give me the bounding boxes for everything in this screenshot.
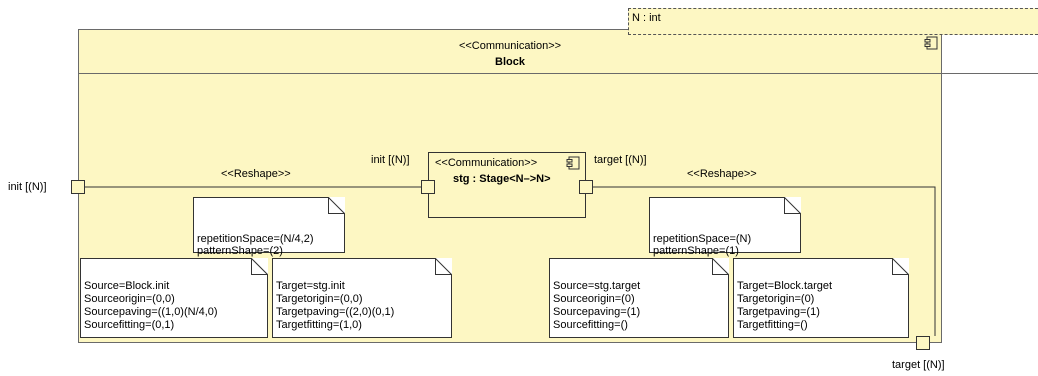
note-shape: [80, 258, 268, 338]
note-line: Target=Block.target: [737, 280, 833, 292]
port-stg-init[interactable]: [421, 180, 435, 194]
block-name: Block: [495, 56, 525, 68]
part-name: stg : Stage<N–>N>: [453, 173, 551, 185]
port-label-stg-target: target [(N)]: [594, 154, 647, 166]
component-icon: [566, 156, 580, 170]
connector-right-label: <<Reshape>>: [687, 168, 757, 180]
parameter-label: N : int: [632, 12, 661, 24]
note-line: Target=stg.init: [276, 280, 345, 292]
note-line: Sourcepaving=(1): [553, 306, 641, 318]
note-reshape-left[interactable]: repetitionSpace=(N/4,2) patternShape=(2): [193, 197, 345, 257]
component-icon: [924, 36, 938, 50]
note-line: patternShape=(1): [653, 245, 739, 257]
part-stg[interactable]: <<Communication>> stg : Stage<N–>N>: [428, 152, 586, 218]
note-shape: [193, 197, 345, 253]
port-label-block-init: init [(N)]: [8, 181, 47, 193]
note-target-right[interactable]: Target=Block.target Targetorigin=(0) Tar…: [733, 258, 909, 338]
part-stereotype: <<Communication>>: [435, 157, 538, 169]
note-line: Targetorigin=(0,0): [276, 293, 363, 305]
note-line: Targetpaving=(1): [737, 306, 820, 318]
note-line: Sourcepaving=((1,0)(N/4,0): [84, 306, 218, 318]
connector-left-label: <<Reshape>>: [221, 168, 291, 180]
block-stereotype: <<Communication>>: [458, 40, 562, 52]
note-line: repetitionSpace=(N): [653, 233, 752, 245]
note-shape: [733, 258, 909, 338]
note-shape: [549, 258, 729, 338]
connector-right[interactable]: [593, 186, 936, 336]
note-source-left[interactable]: Source=Block.init Sourceorigin=(0,0) Sou…: [80, 258, 268, 338]
note-line: Targetpaving=((2,0)(0,1): [276, 306, 395, 318]
note-shape: [649, 197, 801, 253]
note-line: Targetfitting=(1,0): [276, 319, 362, 331]
note-line: repetitionSpace=(N/4,2): [197, 233, 314, 245]
note-line: Sourceorigin=(0): [553, 293, 635, 305]
note-line: Sourceorigin=(0,0): [84, 293, 175, 305]
note-line: Sourcefitting=(): [553, 319, 628, 331]
block-header-divider: [78, 73, 1038, 74]
note-shape: [272, 258, 452, 338]
note-reshape-right[interactable]: repetitionSpace=(N) patternShape=(1): [649, 197, 801, 257]
port-label-block-target: target [(N)]: [892, 359, 945, 371]
port-label-stg-init: init [(N)]: [371, 154, 410, 166]
note-source-right[interactable]: Source=stg.target Sourceorigin=(0) Sourc…: [549, 258, 729, 338]
port-block-target[interactable]: [916, 336, 930, 350]
port-stg-target[interactable]: [579, 180, 593, 194]
parameter-box[interactable]: N : int: [628, 8, 1038, 35]
note-target-left[interactable]: Target=stg.init Targetorigin=(0,0) Targe…: [272, 258, 452, 338]
note-line: Source=Block.init: [84, 280, 170, 292]
port-block-init[interactable]: [71, 180, 85, 194]
note-line: Targetfitting=(): [737, 319, 808, 331]
note-line: Sourcefitting=(0,1): [84, 319, 175, 331]
note-line: Source=stg.target: [553, 280, 641, 292]
note-line: patternShape=(2): [197, 245, 283, 257]
note-line: Targetorigin=(0): [737, 293, 815, 305]
